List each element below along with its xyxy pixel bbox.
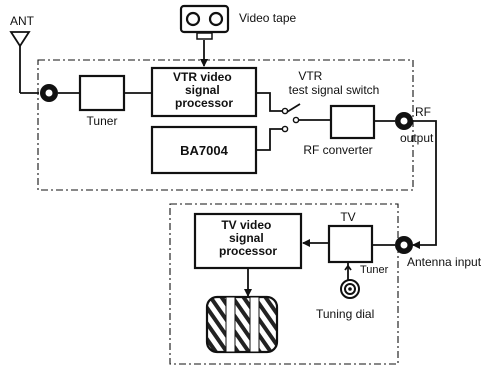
tv-enclosure [169, 203, 399, 365]
tv-processor-label: TV video signal processor [219, 218, 277, 258]
ant-label: ANT [10, 14, 35, 28]
rf-output-jack [395, 112, 413, 130]
antenna-input-label: Antenna input [407, 255, 482, 269]
vtr-tuner-label: Tuner [87, 114, 118, 128]
ba7004-box [150, 125, 258, 175]
rf-output-label: RF output [400, 105, 434, 145]
wire-processor-switch [256, 92, 282, 112]
vtr-processor-label: VTR video signal processor [173, 70, 235, 110]
video-tape-label: Video tape [239, 11, 296, 25]
ba7004-label: BA7004 [180, 143, 228, 158]
tv-tuner-box [327, 224, 374, 264]
rf-converter-box [329, 104, 376, 140]
tv-label: TV [340, 210, 355, 224]
tv-screen-icon [205, 295, 279, 354]
rf-converter-label: RF converter [303, 143, 372, 157]
wire-rf-to-tv [412, 120, 437, 249]
video-tape-icon [179, 4, 230, 40]
test-signal-switch [281, 103, 301, 133]
vtr-tuner-box [78, 74, 126, 112]
antenna-icon [9, 31, 39, 94]
tv-antenna-input-jack [395, 236, 413, 254]
wire-ba7004-switch [256, 128, 282, 151]
tuning-dial-icon [340, 262, 360, 299]
test-switch-label: VTR test signal switch [289, 69, 380, 97]
tv-tuner-label: Tuner [360, 264, 389, 276]
vtr-video-processor-box [150, 66, 258, 118]
vtr-enclosure [37, 59, 414, 191]
tuning-dial-label: Tuning dial [316, 307, 374, 321]
vtr-antenna-jack [40, 84, 58, 102]
